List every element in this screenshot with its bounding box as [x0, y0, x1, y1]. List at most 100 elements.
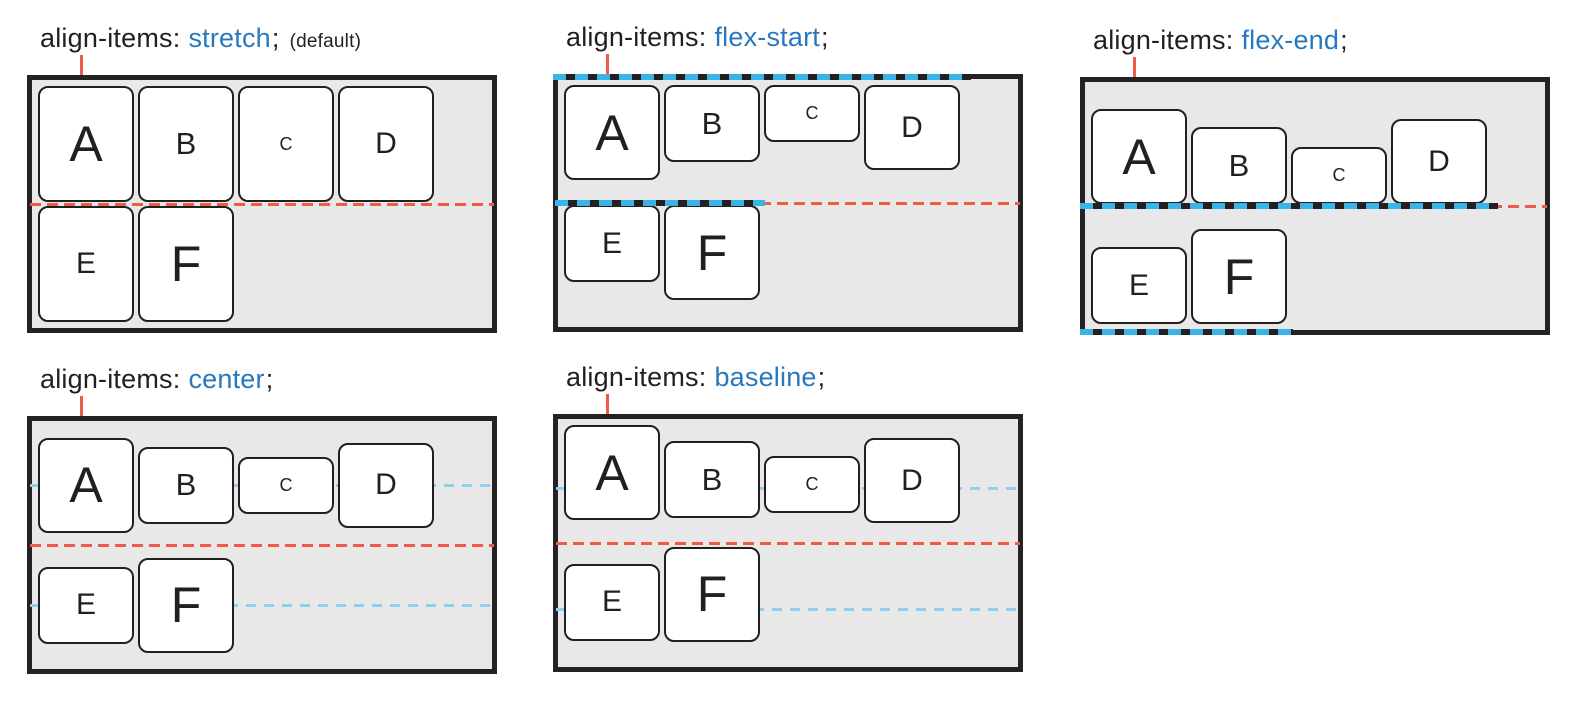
flex-item-b: B	[1191, 127, 1287, 204]
flex-item-label: D	[901, 110, 923, 144]
flex-item-b: B	[138, 86, 234, 202]
property-name: align-items:	[566, 22, 707, 52]
flex-item-label: D	[1428, 144, 1450, 178]
flex-item-d: D	[864, 85, 960, 170]
flex-item-label: D	[375, 127, 397, 160]
panel-title: align-items:center;	[40, 363, 273, 395]
semicolon: ;	[817, 362, 826, 392]
label-tick	[80, 55, 83, 75]
flex-item-label: B	[175, 126, 197, 161]
property-name: align-items:	[40, 23, 181, 53]
flex-item-label: B	[1228, 147, 1250, 183]
flex-item-label: D	[901, 463, 923, 497]
flex-item-label: C	[1332, 165, 1346, 185]
property-name: align-items:	[566, 362, 707, 392]
flex-item-label: A	[69, 457, 103, 513]
flex-item-label: D	[375, 468, 397, 501]
flex-container-flex-end: A B C D E F	[1080, 77, 1550, 335]
panel-align-items-center: align-items:center; A B C D E F	[27, 364, 497, 674]
panel-title: align-items:flex-end;	[1093, 24, 1348, 56]
line-break-guide	[556, 542, 1020, 545]
flex-item-label: E	[75, 588, 96, 621]
semicolon: ;	[820, 22, 829, 52]
flex-item-b: B	[664, 85, 760, 162]
label-tick	[1133, 57, 1136, 77]
flex-item-f: F	[664, 205, 760, 300]
semicolon: ;	[1340, 25, 1348, 55]
flex-item-label: E	[75, 247, 96, 280]
flex-item-label: A	[595, 444, 629, 501]
property-value: flex-start	[714, 22, 820, 52]
flex-item-label: F	[696, 566, 728, 622]
flex-item-e: E	[38, 206, 134, 322]
flex-item-label: A	[69, 116, 103, 172]
flex-item-c: C	[764, 455, 860, 513]
flex-container-baseline: A B C D E F	[553, 414, 1023, 672]
alignment-guide-line	[1080, 203, 1498, 209]
line-break-guide	[30, 203, 494, 206]
flex-item-b: B	[664, 441, 760, 518]
flex-item-label: B	[175, 467, 197, 502]
flex-item-e: E	[564, 205, 660, 282]
panel-title: align-items:stretch; (default)	[40, 22, 361, 54]
flex-item-d: D	[338, 86, 434, 202]
flex-item-label: C	[805, 103, 819, 123]
flex-item-a: A	[564, 425, 660, 520]
flex-item-a: A	[564, 85, 660, 180]
label-tick	[606, 394, 609, 414]
panel-align-items-stretch: align-items:stretch; (default) A B C D E …	[27, 23, 497, 333]
flex-container-flex-start: A B C D E F	[553, 74, 1023, 332]
flex-item-label: F	[1223, 248, 1255, 305]
flex-item-c: C	[238, 86, 334, 202]
flex-item-b: B	[138, 446, 234, 524]
property-value: center	[188, 364, 265, 394]
property-value: stretch	[188, 23, 271, 53]
flex-item-f: F	[664, 546, 760, 642]
flex-item-label: A	[595, 104, 629, 161]
line-break-guide	[30, 544, 494, 547]
flex-item-label: C	[279, 133, 293, 154]
flex-item-label: B	[701, 105, 723, 141]
flex-item-a: A	[1091, 109, 1187, 204]
panel-title: align-items:baseline;	[566, 361, 825, 393]
flex-container-stretch: A B C D E F	[27, 75, 497, 333]
flex-item-label: E	[1128, 268, 1149, 302]
flex-item-f: F	[138, 557, 234, 653]
flex-item-e: E	[38, 566, 134, 644]
flex-item-c: C	[764, 85, 860, 142]
property-name: align-items:	[1093, 25, 1234, 55]
flex-item-label: A	[1122, 128, 1156, 185]
flex-item-label: B	[701, 461, 723, 497]
flex-container-center: A B C D E F	[27, 416, 497, 674]
panel-align-items-flex-end: align-items:flex-end; A B C D E F	[1080, 25, 1550, 335]
flex-item-c: C	[1291, 147, 1387, 204]
property-name: align-items:	[40, 364, 181, 394]
property-value: flex-end	[1241, 25, 1340, 55]
default-note: (default)	[289, 31, 362, 52]
semicolon: ;	[271, 23, 280, 53]
flex-item-f: F	[138, 206, 234, 322]
flex-item-a: A	[38, 437, 134, 533]
semicolon: ;	[265, 364, 274, 394]
flex-item-d: D	[864, 438, 960, 523]
flex-item-label: F	[696, 224, 728, 281]
flex-item-e: E	[1091, 247, 1187, 324]
panel-align-items-baseline: align-items:baseline; A B C D E F	[553, 362, 1023, 672]
label-tick	[80, 396, 83, 416]
flex-item-a: A	[38, 86, 134, 202]
alignment-guide-line	[555, 200, 765, 206]
flex-item-label: F	[170, 236, 202, 292]
flex-item-d: D	[338, 442, 434, 528]
flex-item-d: D	[1391, 119, 1487, 204]
flex-item-c: C	[238, 456, 334, 514]
line-break-guide	[556, 202, 1020, 205]
flex-item-label: C	[279, 474, 293, 495]
flex-item-label: E	[601, 585, 622, 618]
alignment-guide-line	[1080, 329, 1293, 335]
property-value: baseline	[714, 362, 817, 392]
alignment-guide-line	[556, 608, 1020, 611]
flex-item-label: F	[170, 577, 202, 633]
flex-item-e: E	[564, 563, 660, 641]
flex-item-f: F	[1191, 229, 1287, 324]
label-tick	[606, 54, 609, 74]
